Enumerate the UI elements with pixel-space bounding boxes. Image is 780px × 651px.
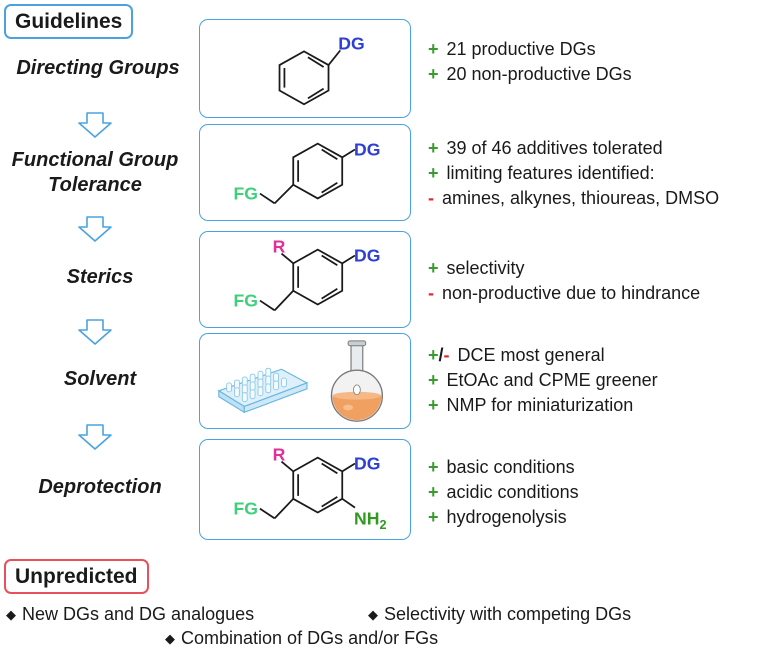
down-arrow-icon (78, 216, 112, 242)
plus-sign: + (428, 163, 439, 183)
step-label-directing-groups: Directing Groups (16, 57, 180, 79)
note-text: DCE most general (457, 345, 605, 365)
note-text: amines, alkynes, thioureas, DMSO (442, 188, 720, 208)
plus-sign: + (428, 138, 439, 158)
fg-benzene-dg-structure: DG FG (234, 139, 380, 205)
note-row: +20 non-productive DGs (428, 62, 632, 87)
fg-label: FG (234, 290, 258, 310)
step-label-sterics: Sterics (66, 266, 134, 288)
notes-deprotection: + basic conditions + acidic conditions + hy… (428, 455, 579, 530)
diamond-bullet-icon: ◆ (165, 631, 175, 646)
note-row: +39 of 46 additives tolerated (428, 136, 719, 161)
note-row: + acidic conditions (428, 480, 579, 505)
down-arrow-icon (78, 424, 112, 450)
notes-solvent: +/- DCE most general + EtOAc and CPME gree… (428, 343, 658, 418)
fg-label: FG (233, 498, 257, 518)
r-label: R (273, 445, 286, 465)
plus-sign: + (428, 39, 439, 59)
dg-label: DG (354, 453, 380, 473)
step-label-line-1: Functional Group (11, 149, 179, 171)
solvent-illustration (217, 340, 384, 422)
note-row: + selectivity (428, 256, 700, 281)
note-text: 21 productive DGs (446, 39, 596, 59)
sterics-structure: DG R FG (234, 237, 380, 312)
plus-sign: + (428, 64, 439, 84)
diamond-bullet-icon: ◆ (368, 607, 378, 622)
structure-box-sterics: DG R FG (199, 231, 411, 328)
step-label-line-2: Tolerance (48, 174, 142, 196)
down-arrow-icon (78, 319, 112, 345)
plus-minus-sign: +/- (428, 345, 450, 365)
note-row: + EtOAc and CPME greener (428, 368, 658, 393)
note-text: NMP for miniaturization (446, 395, 634, 415)
unpredicted-item: ◆ New DGs and DG analogues (6, 603, 254, 627)
unpredicted-item: ◆ Selectivity with competing DGs (368, 603, 631, 627)
unpredicted-item-text: Combination of DGs and/or FGs (181, 628, 439, 648)
note-text: EtOAc and CPME greener (446, 370, 658, 390)
plus-sign: + (428, 507, 439, 527)
round-bottom-flask-icon (330, 340, 384, 422)
notes-functional-group-tolerance: +39 of 46 additives tolerated + limiting … (428, 136, 719, 211)
fg-label: FG (234, 183, 258, 203)
unpredicted-header: Unpredicted (4, 559, 149, 595)
r-label: R (273, 237, 286, 257)
down-arrow-icon (78, 112, 112, 138)
plus-sign: + (428, 395, 439, 415)
note-row: + basic conditions (428, 455, 579, 480)
structure-box-deprotection: DG R FG NH2 (199, 439, 411, 540)
notes-directing-groups: +21 productive DGs +20 non-productive DG… (428, 37, 632, 87)
structure-box-solvent (199, 333, 411, 429)
plus-sign: + (428, 482, 439, 502)
note-row: +/- DCE most general (428, 343, 658, 368)
structure-box-directing-groups: DG (199, 19, 411, 118)
note-row: -amines, alkynes, thioureas, DMSO (428, 186, 719, 211)
note-row: + NMP for miniaturization (428, 393, 658, 418)
nh2-label: NH2 (354, 508, 387, 532)
note-text: basic conditions (446, 457, 575, 477)
note-text: acidic conditions (446, 482, 579, 502)
dg-label: DG (354, 139, 380, 159)
dg-label: DG (354, 245, 380, 265)
plus-sign: + (428, 370, 439, 390)
minus-sign: - (428, 283, 434, 303)
step-label-functional-group-tolerance: Functional Group Tolerance (0, 148, 190, 198)
note-text: limiting features identified: (446, 163, 655, 183)
note-text: selectivity (446, 258, 525, 278)
notes-sterics: + selectivity -non-productive due to hind… (428, 256, 700, 306)
note-row: -non-productive due to hindrance (428, 281, 700, 306)
note-text: 20 non-productive DGs (446, 64, 632, 84)
structure-box-functional-group: DG FG (199, 124, 411, 221)
deprotection-structure: DG R FG NH2 (233, 445, 387, 533)
minus-sign: - (428, 188, 434, 208)
note-row: + limiting features identified: (428, 161, 719, 186)
note-text: hydrogenolysis (446, 507, 567, 527)
step-label-solvent: Solvent (63, 368, 137, 390)
benzene-dg-structure: DG (278, 33, 365, 106)
plus-sign: + (428, 457, 439, 477)
plus-sign: + (428, 258, 439, 278)
dg-label: DG (338, 33, 364, 53)
unpredicted-item-text: Selectivity with competing DGs (384, 604, 632, 624)
guidelines-header: Guidelines (4, 4, 134, 40)
step-label-deprotection: Deprotection (38, 476, 162, 498)
unpredicted-item: ◆ Combination of DGs and/or FGs (165, 627, 438, 651)
note-text: non-productive due to hindrance (442, 283, 701, 303)
diamond-bullet-icon: ◆ (6, 607, 16, 622)
subscript-2: 2 (379, 517, 386, 532)
well-plate-icon (217, 367, 309, 414)
unpredicted-item-text: New DGs and DG analogues (22, 604, 255, 624)
nh-text: NH (354, 508, 379, 528)
note-row: +21 productive DGs (428, 37, 632, 62)
note-text: 39 of 46 additives tolerated (446, 138, 663, 158)
note-row: + hydrogenolysis (428, 505, 579, 530)
